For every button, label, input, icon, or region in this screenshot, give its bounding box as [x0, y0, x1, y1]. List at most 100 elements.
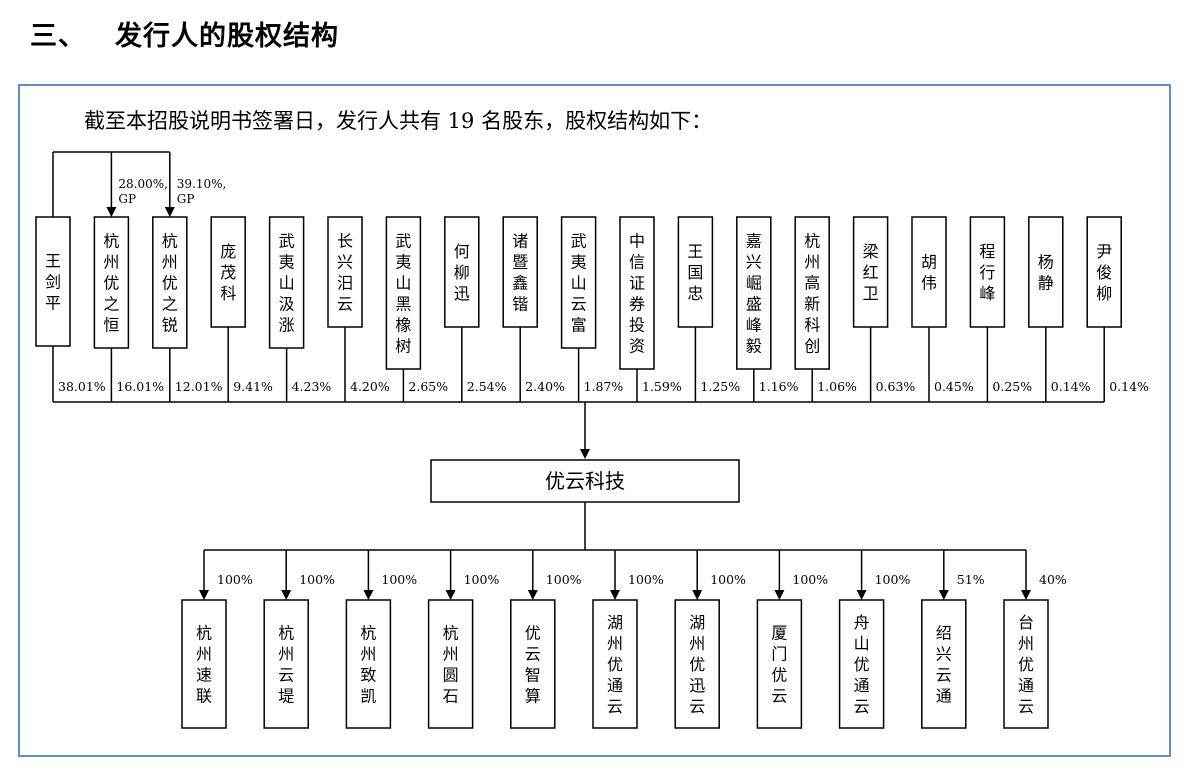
shareholder-box: [93, 216, 130, 349]
company-name: 优云科技: [545, 469, 625, 493]
subsidiary-percentage: 100%: [875, 572, 911, 587]
subsidiary-percentage: 100%: [217, 572, 253, 587]
subsidiary-name: 杭州云堤: [278, 624, 294, 706]
subsidiary-percentage: 100%: [628, 572, 664, 587]
subsidiary-box: [756, 599, 803, 729]
shareholder-name: 杭州优之恒: [103, 232, 119, 335]
subsidiary-box: [921, 599, 967, 729]
shareholder-percentage: 38.01%: [58, 379, 106, 394]
shareholder-name: 嘉兴崛盛峰毅: [746, 232, 762, 356]
shareholder-name: 胡伟: [921, 253, 937, 293]
shareholder-name: 程行峰: [979, 242, 995, 303]
company-box: [430, 459, 740, 503]
shareholder-percentage: 0.14%: [1109, 379, 1149, 394]
subsidiary-name: 台州优通云: [1018, 613, 1034, 716]
arrow-head: [445, 590, 456, 600]
shareholder-percentage: 2.54%: [467, 379, 507, 394]
subsidiary-percentage: 100%: [299, 572, 335, 587]
shareholder-box: [35, 216, 71, 347]
shareholder-box: [385, 216, 422, 370]
diagram-frame: [18, 84, 1171, 757]
subsidiary-box: [263, 599, 309, 729]
shareholder-box: [268, 216, 305, 349]
section-number: 三、: [30, 21, 86, 52]
shareholder-name: 杭州高新科创: [804, 232, 820, 356]
arrow-head: [164, 207, 175, 217]
shareholder-percentage: 0.14%: [1051, 379, 1091, 394]
arrow-head: [106, 207, 117, 217]
shareholder-box: [619, 216, 655, 370]
gp-label: 28.00%,: [118, 177, 168, 191]
shareholder-box: [327, 216, 363, 328]
shareholder-box: [1086, 216, 1122, 328]
shareholder-name: 杭州优之锐: [162, 232, 178, 335]
subsidiary-percentage: 40%: [1039, 572, 1067, 587]
shareholder-box: [911, 216, 947, 328]
shareholder-name: 何柳迅: [454, 242, 470, 303]
shareholder-percentage: 2.65%: [408, 379, 448, 394]
subsidiary-name: 杭州速联: [196, 624, 212, 706]
intro-text: 截至本招股说明书签署日，发行人共有 19 名股东，股权结构如下：: [84, 109, 713, 133]
shareholder-name: 武夷山黑橡树: [395, 232, 411, 356]
subsidiary-name: 绍兴云通: [936, 624, 952, 706]
shareholder-percentage: 0.45%: [934, 379, 974, 394]
shareholder-percentage: 1.16%: [759, 379, 799, 394]
subsidiary-percentage: 100%: [792, 572, 828, 587]
shareholder-box: [969, 216, 1006, 328]
gp-label: GP: [118, 192, 136, 206]
shareholder-box: [560, 216, 597, 349]
shareholder-percentage: 12.01%: [175, 379, 223, 394]
arrow-head: [938, 590, 949, 600]
shareholder-percentage: 0.63%: [876, 379, 916, 394]
arrow-head: [281, 590, 292, 600]
subsidiary-box: [345, 599, 392, 729]
shareholder-name: 王剑平: [45, 252, 61, 313]
arrow-head: [774, 590, 785, 600]
gp-label: GP: [177, 192, 195, 206]
arrow-head: [199, 590, 209, 600]
arrow-head: [692, 590, 703, 600]
shareholder-box: [794, 216, 830, 370]
arrow-head: [856, 590, 867, 600]
shareholder-name: 长兴汨云: [337, 232, 353, 314]
shareholder-name: 尹俊柳: [1096, 242, 1112, 303]
shareholder-box: [1028, 216, 1064, 328]
arrow-head: [580, 449, 590, 459]
subsidiary-name: 湖州优迅云: [689, 613, 705, 716]
shareholder-name: 杨静: [1038, 253, 1054, 293]
shareholder-percentage: 1.06%: [817, 379, 857, 394]
subsidiary-percentage: 100%: [546, 572, 582, 587]
subsidiary-percentage: 51%: [957, 572, 985, 587]
subsidiary-name: 杭州圆石: [443, 624, 459, 706]
shareholder-box: [502, 216, 538, 328]
shareholder-percentage: 4.23%: [292, 379, 332, 394]
subsidiary-box: [1003, 599, 1049, 729]
subsidiary-box: [510, 599, 556, 729]
shareholder-name: 武夷山云富: [571, 232, 587, 335]
arrow-head: [527, 590, 538, 600]
shareholder-name: 庞茂科: [220, 242, 236, 303]
shareholder-percentage: 9.41%: [233, 379, 273, 394]
subsidiary-box: [181, 599, 227, 729]
shareholder-name: 梁红卫: [863, 242, 879, 303]
subsidiary-percentage: 100%: [464, 572, 500, 587]
shareholder-name: 诸暨鑫锴: [512, 232, 528, 314]
shareholder-percentage: 16.01%: [116, 379, 164, 394]
shareholder-percentage: 1.59%: [642, 379, 682, 394]
shareholder-box: [677, 216, 714, 328]
subsidiary-box: [592, 599, 638, 729]
shareholder-percentage: 2.40%: [525, 379, 565, 394]
subsidiary-name: 舟山优通云: [854, 613, 870, 716]
subsidiary-box: [674, 599, 720, 729]
shareholder-percentage: 1.25%: [700, 379, 740, 394]
shareholder-box: [444, 216, 480, 328]
shareholder-percentage: 1.87%: [584, 379, 624, 394]
shareholder-name: 中信证券投资: [629, 232, 645, 356]
section-title: 发行人的股权结构: [115, 21, 339, 52]
shareholder-name: 武夷山汲涨: [279, 232, 295, 335]
arrow-head: [610, 590, 620, 600]
arrow-head: [1021, 590, 1031, 600]
arrow-head: [363, 590, 374, 600]
subsidiary-name: 优云智算: [525, 624, 541, 706]
